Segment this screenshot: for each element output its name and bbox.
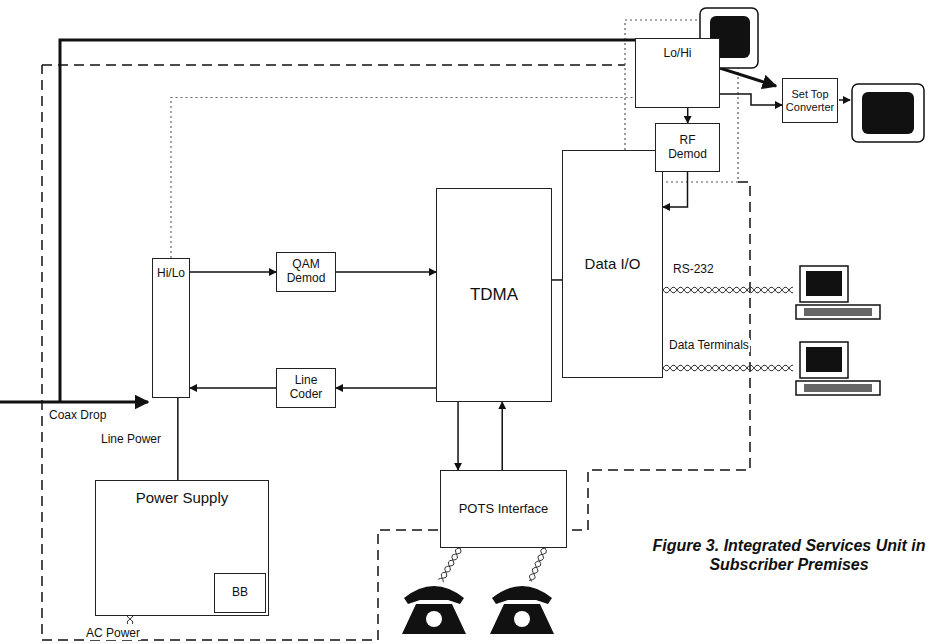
twisted-pair-wire <box>529 548 546 580</box>
signal-label: AC Power <box>85 626 141 640</box>
function-box: TDMA <box>436 188 552 402</box>
box-label: BB <box>232 586 248 600</box>
signal-connector <box>457 402 459 470</box>
box-label: Data I/O <box>585 255 641 272</box>
premises-boundary <box>42 65 750 640</box>
box-label: QAM Demod <box>281 258 331 286</box>
settop-output <box>839 99 850 101</box>
coax-branch-line <box>60 40 698 402</box>
signal-connector <box>177 398 179 480</box>
signal-connector <box>552 279 562 281</box>
signal-label: Line Power <box>100 432 162 446</box>
function-box: Lo/Hi <box>635 38 720 108</box>
signal-label: Coax Drop <box>48 408 107 422</box>
figure-caption: Figure 3. Integrated Services Unit in Su… <box>646 536 932 574</box>
tv-set <box>852 84 924 142</box>
box-label: POTS Interface <box>459 502 549 517</box>
signal-label: Data Terminals <box>668 338 750 352</box>
signal-connector <box>190 271 276 273</box>
function-box: Power SupplyBB <box>95 480 269 616</box>
twisted-pair-wire <box>663 365 793 371</box>
signal-connector <box>336 387 436 389</box>
box-label: Set Top Converter <box>786 88 834 113</box>
signal-connector <box>190 387 276 389</box>
function-box: Line Coder <box>276 368 336 408</box>
computer-terminal <box>796 266 880 319</box>
battery-box: BB <box>214 573 266 613</box>
function-box: Data I/O <box>562 150 663 378</box>
box-label: Hi/Lo <box>157 267 185 281</box>
signal-connector <box>336 271 436 273</box>
function-box: RF Demod <box>655 123 720 172</box>
box-label: Lo/Hi <box>663 47 691 61</box>
function-box: QAM Demod <box>276 252 336 292</box>
function-box: Set Top Converter <box>782 78 838 123</box>
computer-terminal <box>796 342 880 395</box>
telephone <box>402 586 466 634</box>
twisted-pair-wire <box>663 287 793 293</box>
signal-connector <box>501 402 503 470</box>
box-label: RF Demod <box>660 134 715 162</box>
box-label: TDMA <box>470 285 518 305</box>
twisted-pair-wire <box>529 548 545 582</box>
function-box: Hi/Lo <box>152 258 190 398</box>
twisted-pair-wire <box>438 548 461 579</box>
twisted-pair-wire <box>663 287 793 293</box>
box-label: Line Coder <box>281 374 331 402</box>
signal-connector <box>687 108 689 123</box>
signal-label: RS-232 <box>672 262 715 276</box>
coax-drop-line <box>0 401 148 404</box>
telephone <box>490 586 554 634</box>
signal-connector <box>720 94 782 105</box>
twisted-pair-wire <box>663 365 793 371</box>
signal-connector <box>663 172 688 207</box>
twisted-pair-wire <box>441 548 460 582</box>
box-label: Power Supply <box>136 489 229 506</box>
function-box: POTS Interface <box>440 470 567 548</box>
